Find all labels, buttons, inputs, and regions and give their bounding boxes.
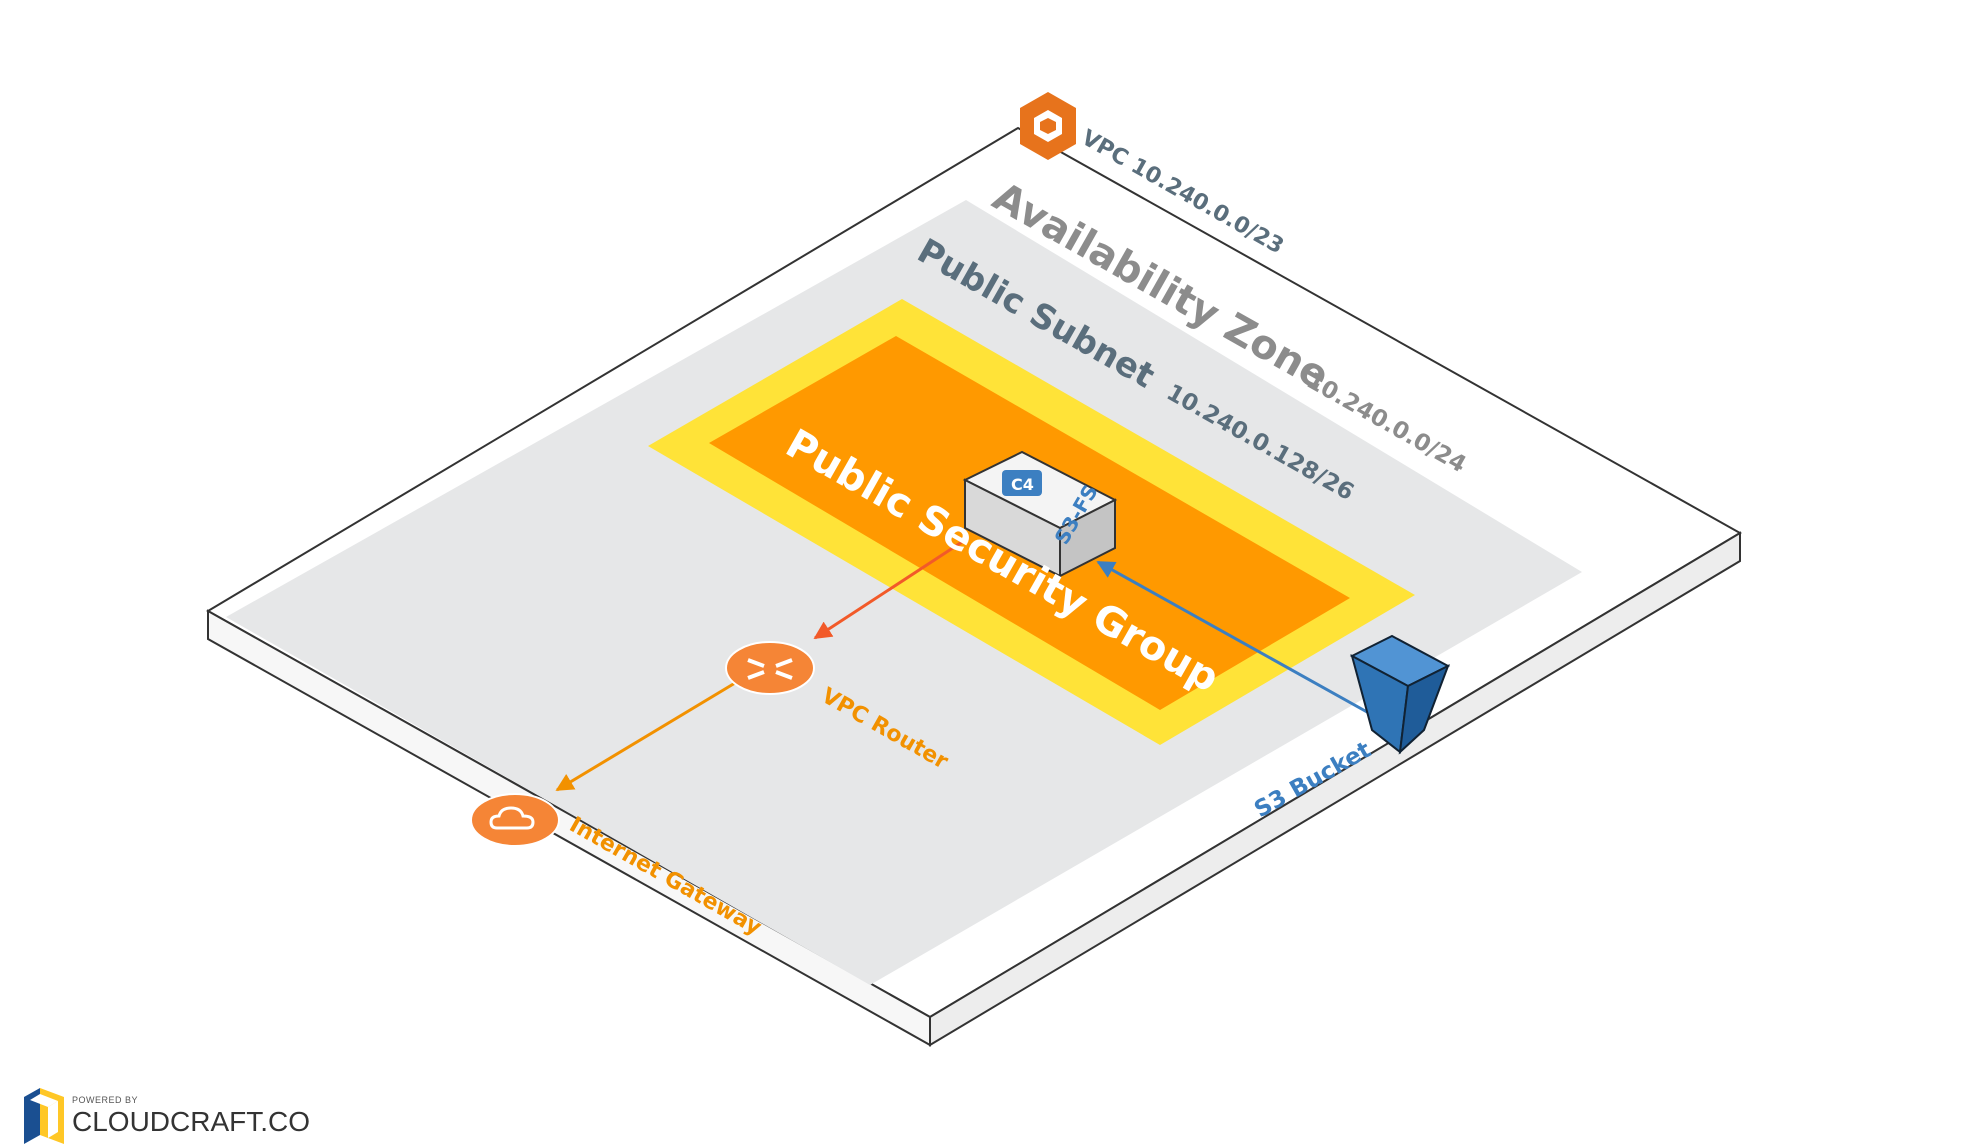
cloudcraft-logo-icon — [24, 1088, 64, 1144]
cloudcraft-branding[interactable]: POWERED BY CLOUDCRAFT.CO — [24, 1088, 310, 1144]
router-to-gateway-arrow — [555, 678, 741, 792]
bucket-to-instance-arrow — [1096, 560, 1386, 724]
internet-gateway-icon[interactable] — [470, 793, 560, 847]
instance-to-router-arrow — [813, 538, 966, 640]
vpc-icon — [1020, 92, 1076, 160]
powered-by-text: POWERED BY — [72, 1095, 138, 1105]
s3-bucket-icon[interactable] — [1349, 634, 1451, 755]
ec2-instance[interactable] — [962, 450, 1118, 578]
instance-type-badge-text: C4 — [1011, 475, 1034, 494]
instance-type-badge — [1002, 470, 1042, 496]
cloudcraft-name: CLOUDCRAFT.CO — [72, 1106, 310, 1137]
router-icon[interactable] — [725, 641, 815, 695]
